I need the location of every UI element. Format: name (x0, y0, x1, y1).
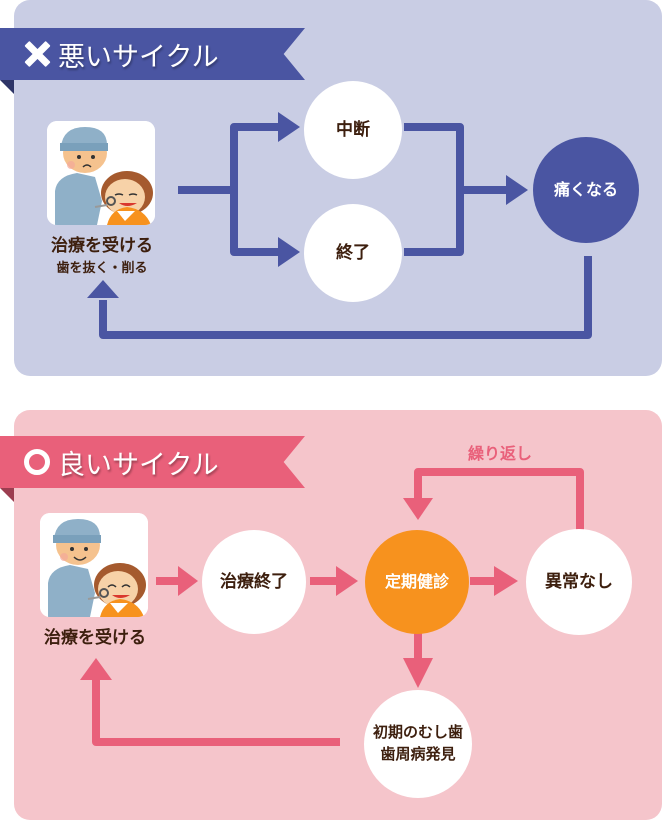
bad-cycle-banner: 悪いサイクル (0, 28, 305, 94)
repeat-arrow (414, 468, 584, 530)
arrowhead (494, 566, 518, 596)
dentist-treating-patient-illustration (40, 513, 148, 617)
dentist-illustration (40, 513, 148, 617)
arrowhead (278, 112, 300, 142)
arrowhead (403, 498, 433, 520)
arrowhead (278, 237, 300, 267)
node-pain: 痛くなる (533, 137, 639, 243)
arrowhead (506, 175, 528, 205)
node-finish: 終了 (304, 204, 402, 302)
node-early-detection: 初期のむし歯 歯周病発見 (364, 690, 472, 798)
bad-start-label: 治療を受ける (51, 236, 153, 256)
node-no-problem: 異常なし (526, 529, 632, 635)
arrowhead (336, 566, 358, 596)
node-checkup: 定期健診 (365, 530, 469, 634)
good-cycle-banner: 良いサイクル (0, 436, 305, 502)
node-interrupt: 中断 (304, 81, 402, 179)
arrow-to-interrupt (178, 123, 282, 194)
dentist-treating-patient-illustration (47, 121, 155, 225)
arrowhead (87, 280, 119, 298)
arrowhead (178, 566, 198, 596)
bad-cycle-title: 悪いサイクル (58, 41, 219, 73)
bad-start-sublabel: 歯を抜く・削る (56, 261, 148, 276)
return-arrow (92, 680, 340, 746)
arrow-to-finish (230, 190, 282, 256)
arrowhead (80, 658, 112, 680)
good-cycle-title: 良いサイクル (58, 449, 219, 481)
return-arrow (99, 256, 592, 339)
node-treatment-done: 治療終了 (202, 530, 306, 634)
repeat-label: 繰り返し (467, 444, 532, 463)
circle-mark-icon (24, 449, 50, 475)
arrowhead (403, 658, 433, 688)
dentist-illustration (47, 121, 155, 225)
good-start-label: 治療を受ける (44, 628, 146, 648)
